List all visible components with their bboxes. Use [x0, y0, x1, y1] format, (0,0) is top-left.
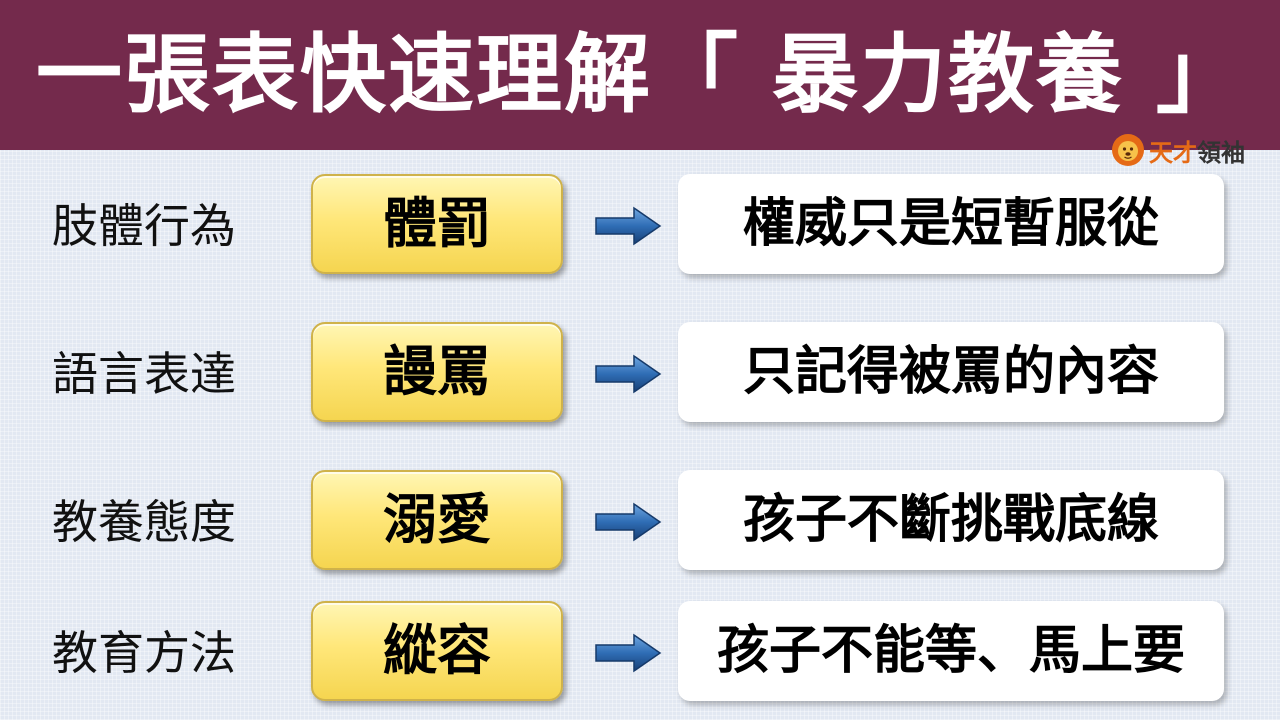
keyword-box: 縱容: [311, 601, 563, 701]
right-arrow-icon: [595, 206, 662, 246]
category-label: 教養態度: [52, 495, 236, 549]
header-banner: 一張表快速理解「 暴力教養 」: [0, 0, 1280, 150]
keyword-box: 溺愛: [311, 470, 563, 570]
right-arrow-icon: [595, 502, 662, 542]
row-4: 教育方法 縱容 孩子不能等、馬上要: [0, 601, 1280, 705]
brand-logo-text: 天才領袖: [1149, 138, 1245, 167]
result-box: 孩子不斷挑戰底線: [678, 470, 1224, 570]
row-1: 肢體行為 體罰 權威只是短暫服從: [0, 174, 1280, 278]
result-box: 權威只是短暫服從: [678, 174, 1224, 274]
row-2: 語言表達 謾罵 只記得被罵的內容: [0, 322, 1280, 426]
right-arrow-icon: [595, 633, 662, 673]
row-3: 教養態度 溺愛 孩子不斷挑戰底線: [0, 470, 1280, 574]
result-box: 只記得被罵的內容: [678, 322, 1224, 422]
keyword-box: 謾罵: [311, 322, 563, 422]
category-label: 語言表達: [52, 347, 236, 401]
brand-logo: 天才領袖: [1111, 132, 1245, 168]
lion-face-icon: [1112, 134, 1144, 166]
page-title: 一張表快速理解「 暴力教養 」: [36, 25, 1244, 125]
right-arrow-icon: [595, 354, 662, 394]
keyword-box: 體罰: [311, 174, 563, 274]
category-label: 肢體行為: [52, 199, 236, 253]
result-box: 孩子不能等、馬上要: [678, 601, 1224, 701]
category-label: 教育方法: [52, 626, 236, 680]
